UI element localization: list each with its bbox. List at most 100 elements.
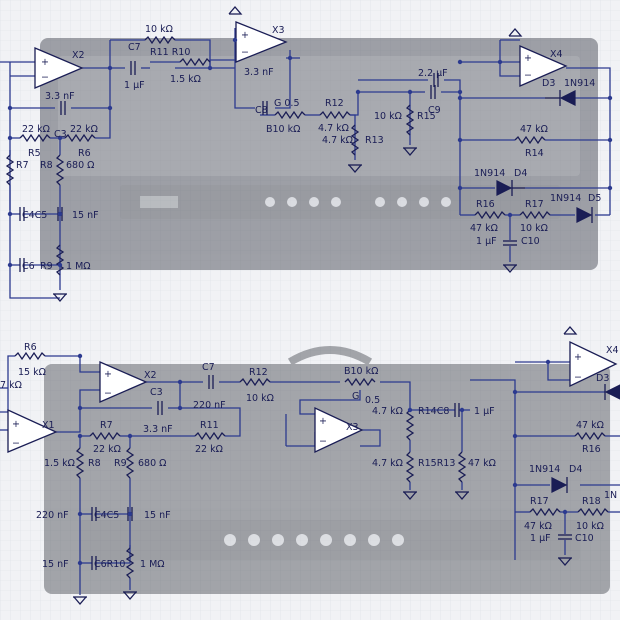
svg-text:+: +: [41, 57, 49, 68]
label: 22 kΩ: [22, 124, 50, 135]
label: G: [352, 391, 359, 402]
label: 1 MΩ: [66, 261, 91, 272]
bottom-opamp-x3[interactable]: +−: [314, 406, 364, 454]
label: 220 nF: [36, 510, 69, 521]
top-opamp-x4[interactable]: +−: [519, 45, 568, 87]
label: R7: [100, 420, 113, 431]
label: 47 kΩ: [468, 458, 496, 469]
svg-text:+: +: [12, 419, 20, 430]
label: R7: [16, 160, 29, 171]
bottom-opamp-x3-label: X3: [346, 422, 359, 433]
diode-d4[interactable]: [496, 180, 525, 196]
label: D4: [569, 464, 582, 475]
label: G 0.5: [274, 98, 300, 109]
label: R11 R10: [150, 47, 190, 58]
bottom-schematic: +− X1 +− X2 +− X3 +− X4: [0, 326, 620, 605]
bottom-opamp-x2-label: X2: [144, 370, 157, 381]
label: R8: [40, 160, 53, 171]
diode-d3[interactable]: [545, 90, 576, 106]
label: 22 kΩ: [70, 124, 98, 135]
label: 22 kΩ: [93, 444, 121, 455]
label: 1N: [604, 490, 617, 501]
label: 47 kΩ: [470, 223, 498, 234]
label: 15 kΩ: [18, 367, 46, 378]
label: R8: [88, 458, 101, 469]
label: C6R10: [94, 559, 125, 570]
label: R14: [525, 148, 544, 159]
label: C6: [22, 261, 35, 272]
label: 47 kΩ: [576, 420, 604, 431]
label: 220 nF: [193, 400, 226, 411]
top-opamp-x3[interactable]: +−: [235, 21, 288, 63]
label: R11: [200, 420, 219, 431]
label: R16: [582, 444, 601, 455]
label: C10: [521, 236, 540, 247]
label: R9: [40, 261, 53, 272]
combo-amp-photo: [44, 346, 610, 594]
label: B10 kΩ: [266, 124, 300, 135]
label: R9: [114, 458, 127, 469]
label: 15 nF: [42, 559, 69, 570]
label: R14C8: [418, 406, 449, 417]
label: D3: [542, 78, 555, 89]
svg-text:−: −: [574, 372, 582, 383]
label: 1N914: [550, 193, 581, 204]
label: C7: [202, 362, 215, 373]
top-opamp-x2[interactable]: +−: [34, 47, 84, 89]
label: C7: [128, 42, 141, 53]
label: D3: [596, 373, 609, 384]
label: R6: [24, 342, 37, 353]
label: 47 kΩ: [520, 124, 548, 135]
label: 10 kΩ: [520, 223, 548, 234]
top-opamp-x3-label: X3: [272, 25, 285, 36]
label: C9: [428, 105, 441, 116]
label: 1 µF: [476, 236, 497, 247]
label: R15: [417, 111, 436, 122]
bottom-opamp-x4[interactable]: +−: [569, 340, 618, 388]
svg-text:−: −: [12, 438, 20, 449]
svg-text:−: −: [104, 388, 112, 399]
label: 15 nF: [144, 510, 171, 521]
label: 1N914: [529, 464, 560, 475]
label: 1N914: [564, 78, 595, 89]
label: D4: [514, 168, 527, 179]
label: 0.5: [365, 395, 380, 406]
label: 7 kΩ: [0, 380, 22, 391]
label: 4.7 kΩ: [322, 135, 353, 146]
top-opamp-x2-label: X2: [72, 50, 85, 61]
label: 1 µF: [474, 406, 495, 417]
bottom-opamp-x2[interactable]: +−: [99, 361, 148, 403]
label: 680 Ω: [66, 160, 94, 171]
label: 1.5 kΩ: [44, 458, 75, 469]
label: 10 kΩ: [576, 521, 604, 532]
svg-text:−: −: [241, 47, 249, 58]
label: 10 kΩ: [145, 24, 173, 35]
label: R16: [476, 199, 495, 210]
svg-text:+: +: [574, 352, 582, 363]
label: R18: [582, 496, 601, 507]
wires: [0, 28, 611, 299]
label: D5: [588, 193, 601, 204]
label: C3: [54, 129, 67, 140]
svg-text:−: −: [319, 436, 327, 447]
label: 22 kΩ: [195, 444, 223, 455]
label: R5: [28, 148, 41, 159]
label: C4C5: [22, 210, 47, 221]
label: R17: [525, 199, 544, 210]
label: 1 µF: [530, 533, 551, 544]
label: 47 kΩ: [524, 521, 552, 532]
diode-d5[interactable]: [576, 207, 593, 223]
label: C4C5: [94, 510, 119, 521]
svg-text:−: −: [41, 72, 49, 83]
svg-text:+: +: [524, 53, 532, 64]
diode-d3[interactable]: [604, 384, 620, 400]
label: 4.7 kΩ: [372, 406, 403, 417]
bottom-opamp-x1[interactable]: +−: [7, 408, 58, 453]
diode-d4[interactable]: [551, 477, 568, 493]
label: C8: [255, 105, 268, 116]
label: 1 µF: [124, 80, 145, 91]
top-schematic: +− X2 +− X3 +− X4: [0, 6, 613, 302]
label: 2.2 µF: [418, 68, 448, 79]
svg-text:+: +: [319, 416, 327, 427]
